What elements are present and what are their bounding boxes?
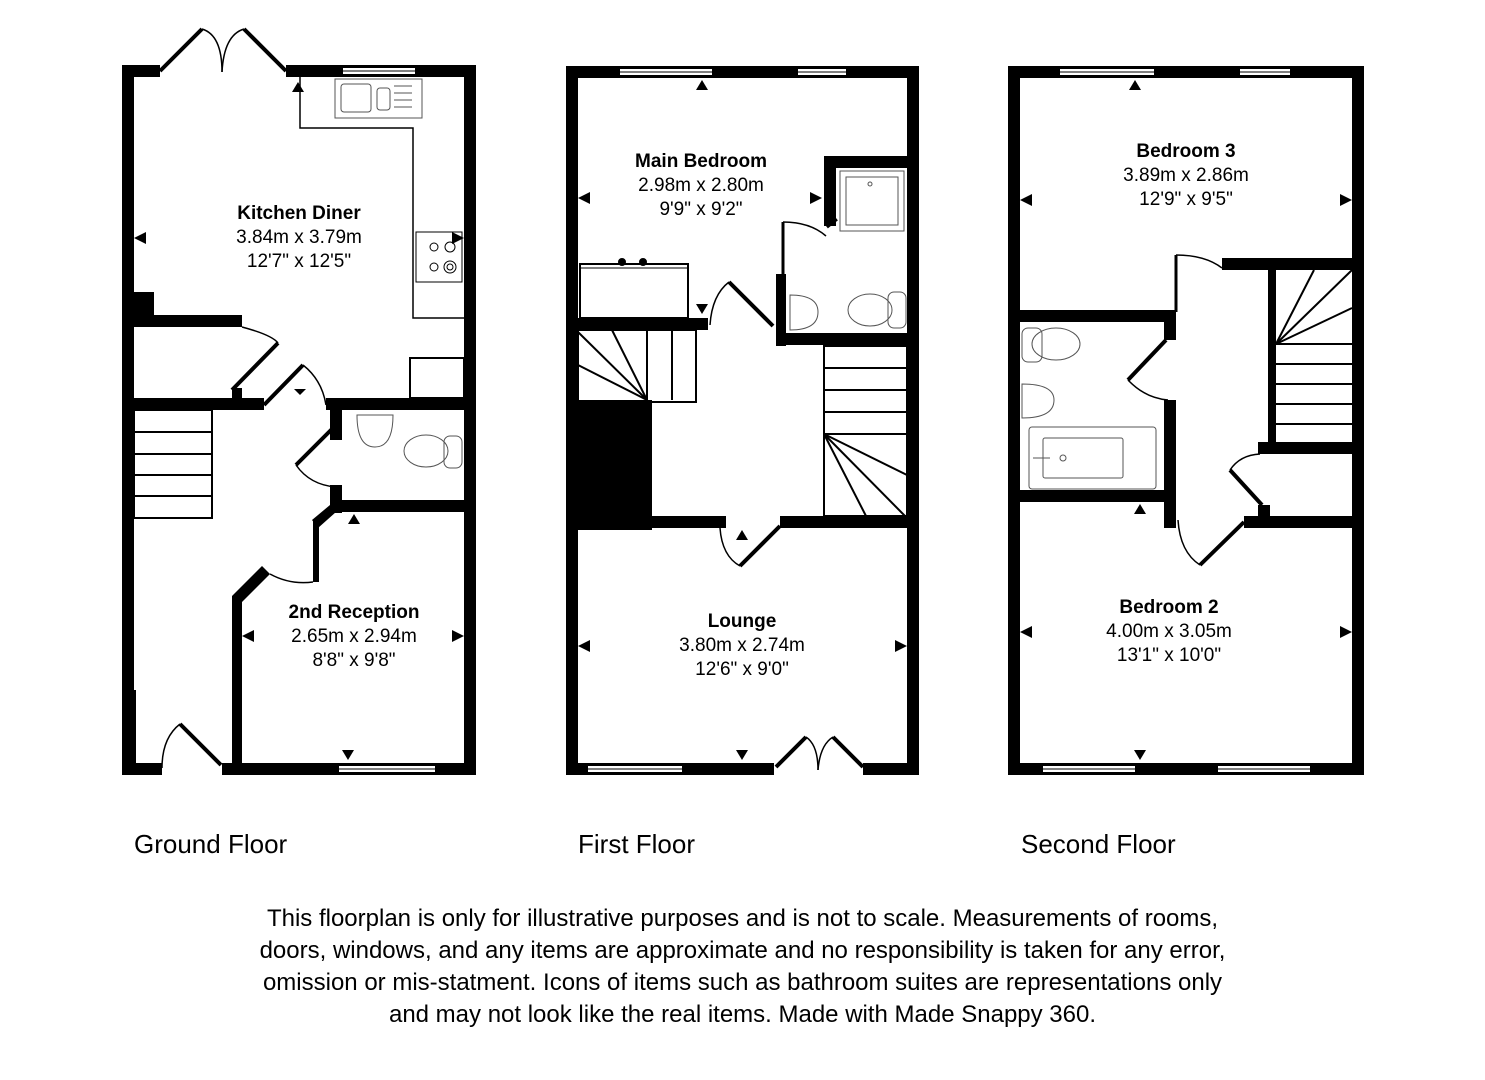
- second-floor-arrows: [1020, 80, 1352, 760]
- room-imperial: 8'8" x 9'8": [312, 650, 396, 671]
- room-metric: 2.98m x 2.80m: [638, 175, 764, 196]
- floor-label-first: First Floor: [578, 829, 695, 859]
- room-name: 2nd Reception: [288, 602, 420, 623]
- room-metric: 2.65m x 2.94m: [291, 626, 417, 647]
- room-name: Lounge: [707, 611, 777, 632]
- room-metric: 4.00m x 3.05m: [1106, 621, 1232, 642]
- ground-floor-fixtures: [133, 27, 465, 769]
- second-floor-fixtures: [1021, 254, 1353, 567]
- room-name: Kitchen Diner: [237, 203, 361, 224]
- second-floor-plan: [1008, 66, 1364, 775]
- room-name: Main Bedroom: [635, 151, 767, 172]
- room-name: Bedroom 2: [1119, 597, 1219, 618]
- room-label-bedroom-2: Bedroom 2 4.00m x 3.05m 13'1" x 10'0": [1106, 596, 1232, 668]
- room-metric: 3.80m x 2.74m: [679, 635, 805, 656]
- room-label-lounge: Lounge 3.80m x 2.74m 12'6" x 9'0": [679, 610, 805, 682]
- first-floor-plan: [566, 66, 919, 775]
- room-label-bedroom-3: Bedroom 3 3.89m x 2.86m 12'9" x 9'5": [1123, 140, 1249, 212]
- room-imperial: 12'7" x 12'5": [246, 251, 352, 272]
- room-label-kitchen-diner: Kitchen Diner 3.84m x 3.79m 12'7" x 12'5…: [236, 202, 362, 274]
- room-label-2nd-reception: 2nd Reception 2.65m x 2.94m 8'8" x 9'8": [289, 601, 420, 673]
- room-imperial: 12'9" x 9'5": [1139, 189, 1233, 210]
- room-imperial: 9'9" x 9'2": [659, 199, 743, 220]
- ground-floor-plan: [122, 65, 476, 775]
- room-imperial: 13'1" x 10'0": [1116, 645, 1222, 666]
- floor-label-ground: Ground Floor: [134, 829, 288, 859]
- room-name: Bedroom 3: [1136, 141, 1236, 162]
- room-metric: 3.84m x 3.79m: [236, 227, 362, 248]
- first-floor-arrows: [578, 80, 907, 760]
- room-metric: 3.89m x 2.86m: [1123, 165, 1249, 186]
- floor-label-second: Second Floor: [1021, 829, 1176, 859]
- room-imperial: 12'6" x 9'0": [695, 659, 789, 680]
- ground-floor-arrows: [134, 82, 464, 760]
- first-floor-fixtures: [577, 170, 908, 771]
- room-label-main-bedroom: Main Bedroom 2.98m x 2.80m 9'9" x 9'2": [635, 150, 767, 222]
- disclaimer-text: This floorplan is only for illustrative …: [259, 905, 1226, 1028]
